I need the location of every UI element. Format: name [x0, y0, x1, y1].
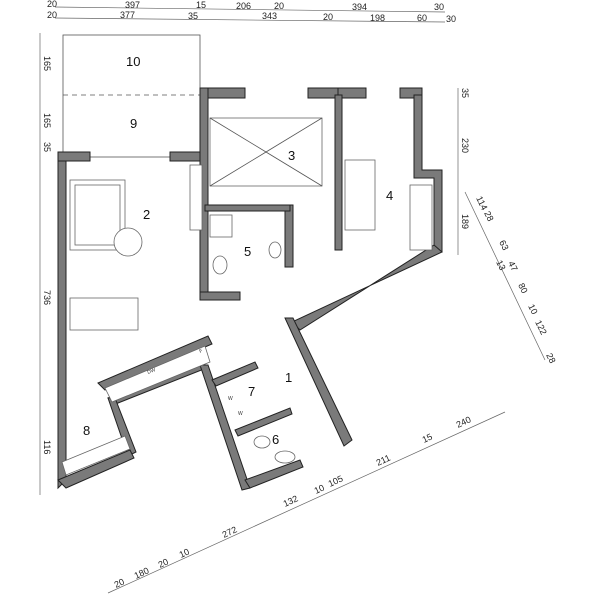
toilet-6 [253, 435, 271, 449]
dim-diag-r-6: 10 [526, 302, 539, 315]
dim-left-0: 165 [42, 56, 52, 71]
counter-8 [61, 435, 131, 476]
dim-top1-5: 394 [352, 2, 367, 12]
sink-5 [212, 255, 228, 275]
dim-top2-3: 343 [262, 11, 277, 21]
room-label-2: 2 [143, 207, 150, 222]
dim-diag-b-0: 20 [113, 577, 126, 590]
dim-top1-4: 20 [274, 1, 284, 11]
dim-left-1: 165 [42, 113, 52, 128]
bed-room-4 [344, 159, 376, 231]
walls [57, 87, 443, 491]
dimension-lines [39, 6, 546, 594]
room-label-3: 3 [288, 148, 295, 163]
room-label-8: 8 [83, 423, 90, 438]
dim-diag-b-8: 211 [375, 453, 392, 468]
dim-diag-r-5: 80 [516, 281, 529, 294]
dim-diag-b-5: 132 [282, 493, 300, 508]
dim-diag-b-2: 20 [157, 557, 170, 570]
sink-6 [274, 450, 296, 464]
dim-diag-r-0: 114 [474, 194, 489, 211]
dim-top2-5: 198 [370, 13, 385, 23]
dim-diag-b-1: 180 [133, 565, 151, 580]
room-label-4: 4 [386, 188, 393, 203]
dishwasher-label: DW [147, 367, 157, 376]
room-label-10: 10 [126, 54, 140, 69]
dim-top2-0: 20 [47, 10, 57, 20]
dim-right-0: 35 [460, 88, 470, 98]
wardrobe-2 [189, 164, 203, 231]
dim-left-4: 116 [42, 440, 52, 454]
room-label-5: 5 [244, 244, 251, 259]
kitchen-counter [104, 345, 211, 403]
toilet-5 [268, 241, 282, 259]
dim-top2-2: 35 [188, 11, 198, 21]
room-label-1: 1 [285, 370, 292, 385]
room-label-7: 7 [248, 384, 255, 399]
shower [209, 214, 233, 238]
dim-diag-b-4: 272 [221, 524, 239, 539]
dim-top1-1: 397 [125, 0, 140, 10]
dim-diag-b-6: 10 [313, 483, 326, 496]
room-label-9: 9 [130, 116, 137, 131]
coffee-table [113, 227, 143, 257]
dim-diag-r-2: 63 [497, 238, 510, 251]
fridge-label: F [199, 348, 204, 355]
dim-diag-r-8: 28 [544, 351, 557, 364]
dining-table [69, 297, 139, 331]
dim-top1-3: 206 [236, 1, 251, 11]
dim-top2-6: 60 [417, 13, 427, 23]
dim-diag-r-1: 28 [482, 209, 495, 222]
dim-diag-r-7: 122 [533, 318, 549, 336]
dim-right-1: 230 [460, 138, 470, 153]
dim-left-3: 736 [42, 290, 52, 305]
dim-top2-7: 30 [446, 14, 456, 24]
dimension-labels: 20 397 15 206 20 394 30 20 377 35 343 20… [42, 0, 558, 590]
dim-diag-b-10: 240 [455, 414, 473, 429]
furniture [61, 117, 433, 476]
washer-label-2: W [238, 411, 243, 417]
dim-diag-r-4: 47 [506, 259, 519, 272]
sofa-inner [74, 184, 121, 246]
dim-diag-r-3: 13 [494, 258, 507, 271]
dim-top1-6: 30 [434, 2, 444, 12]
dim-right-2: 189 [460, 214, 470, 229]
dim-left-2: 35 [42, 142, 52, 152]
dim-top1-0: 20 [47, 0, 57, 9]
dim-top1-2: 15 [196, 0, 206, 10]
dim-diag-b-9: 15 [421, 432, 434, 445]
room-label-6: 6 [272, 432, 279, 447]
wardrobe [409, 184, 433, 251]
dim-top2-4: 20 [323, 12, 333, 22]
dim-diag-b-3: 10 [178, 547, 191, 560]
washer-label-1: W [228, 396, 233, 402]
dim-top2-1: 377 [120, 10, 135, 20]
